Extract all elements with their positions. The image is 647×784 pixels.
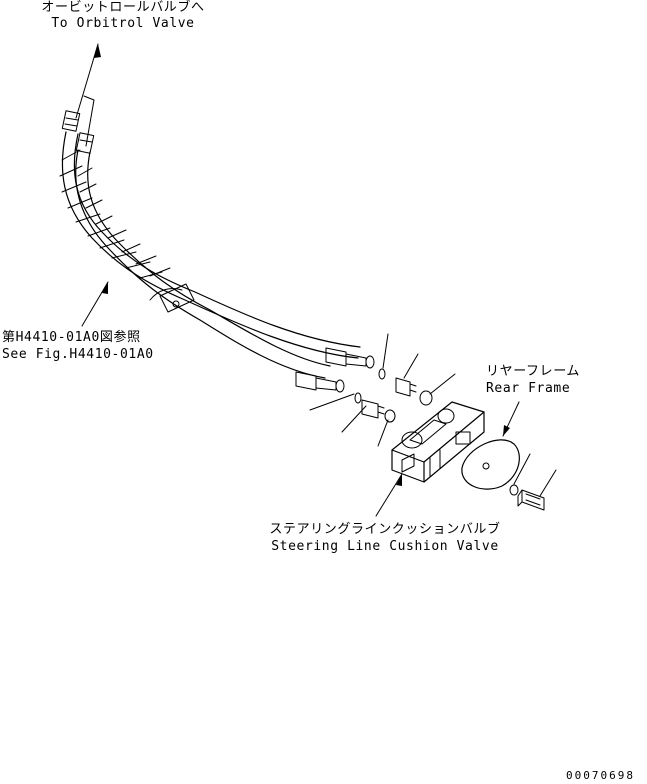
label-rear-frame-en: Rear Frame [486, 381, 571, 396]
label-rear-frame-jp: リヤーフレーム [486, 364, 581, 379]
label-cushion-valve-jp: ステアリングラインクッションバルブ [269, 522, 501, 537]
hose-clamp [149, 283, 195, 313]
label-see-fig-jp: 第H4410-01A0図参照 [2, 330, 141, 345]
label-see-fig-en: See Fig.H4410-01A0 [2, 347, 154, 362]
label-orbitrol-jp: オービットロールバルブへ [41, 0, 205, 15]
label-orbitrol-en: To Orbitrol Valve [51, 16, 195, 31]
cushion-valve-leader [375, 473, 403, 517]
washer-and-bolt [509, 453, 557, 511]
rear-frame-plate [461, 401, 520, 490]
orbitrol-leader [75, 43, 101, 147]
cushion-valve-body [391, 401, 485, 483]
spiral-guard [59, 149, 171, 279]
label-cushion-valve-en: Steering Line Cushion Valve [271, 539, 499, 554]
see-fig-leader [81, 281, 109, 327]
drawing-number: 00070698 [566, 769, 635, 782]
orings-and-adapters [309, 333, 456, 447]
